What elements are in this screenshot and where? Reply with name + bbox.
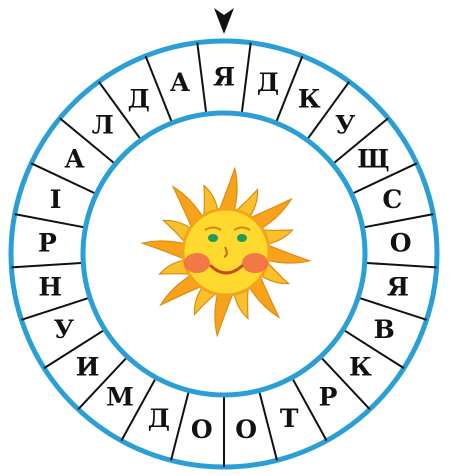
wheel-letter: Д [128, 84, 150, 113]
wheel-letter: С [382, 185, 402, 214]
wheel-letter: А [170, 68, 191, 97]
wheel-letter: В [374, 315, 395, 344]
wheel-letter: Я [387, 273, 409, 302]
wheel-letter: А [64, 145, 85, 174]
wheel-letter: І [50, 185, 62, 214]
wheel-letter: Щ [357, 145, 389, 174]
wheel-letter: У [54, 315, 74, 344]
wheel-letter: Р [319, 383, 338, 412]
wheel-letter: О [390, 228, 412, 257]
wheel-letter: Н [38, 273, 62, 302]
wheel-letter: К [349, 352, 372, 381]
sun-left-cheek [184, 253, 210, 273]
wheel-letter: Т [280, 404, 299, 433]
wheel-letter: Л [92, 110, 114, 139]
wheel-letter: Я [213, 63, 235, 92]
wheel-letter: У [335, 110, 355, 139]
sun-right-eye [237, 234, 247, 242]
wheel-letter: О [191, 415, 213, 444]
wheel-letter: О [235, 415, 257, 444]
wheel-letter: Д [148, 404, 170, 433]
sun-left-eye [208, 234, 218, 242]
sun-right-cheek [242, 253, 268, 273]
wheel-letter: И [76, 352, 100, 381]
wheel-letter: К [298, 84, 321, 113]
down-arrow-icon [214, 8, 234, 34]
wheel-letter: Д [257, 68, 279, 97]
wheel-letter: Р [38, 228, 57, 257]
wheel-letter: М [106, 383, 134, 412]
